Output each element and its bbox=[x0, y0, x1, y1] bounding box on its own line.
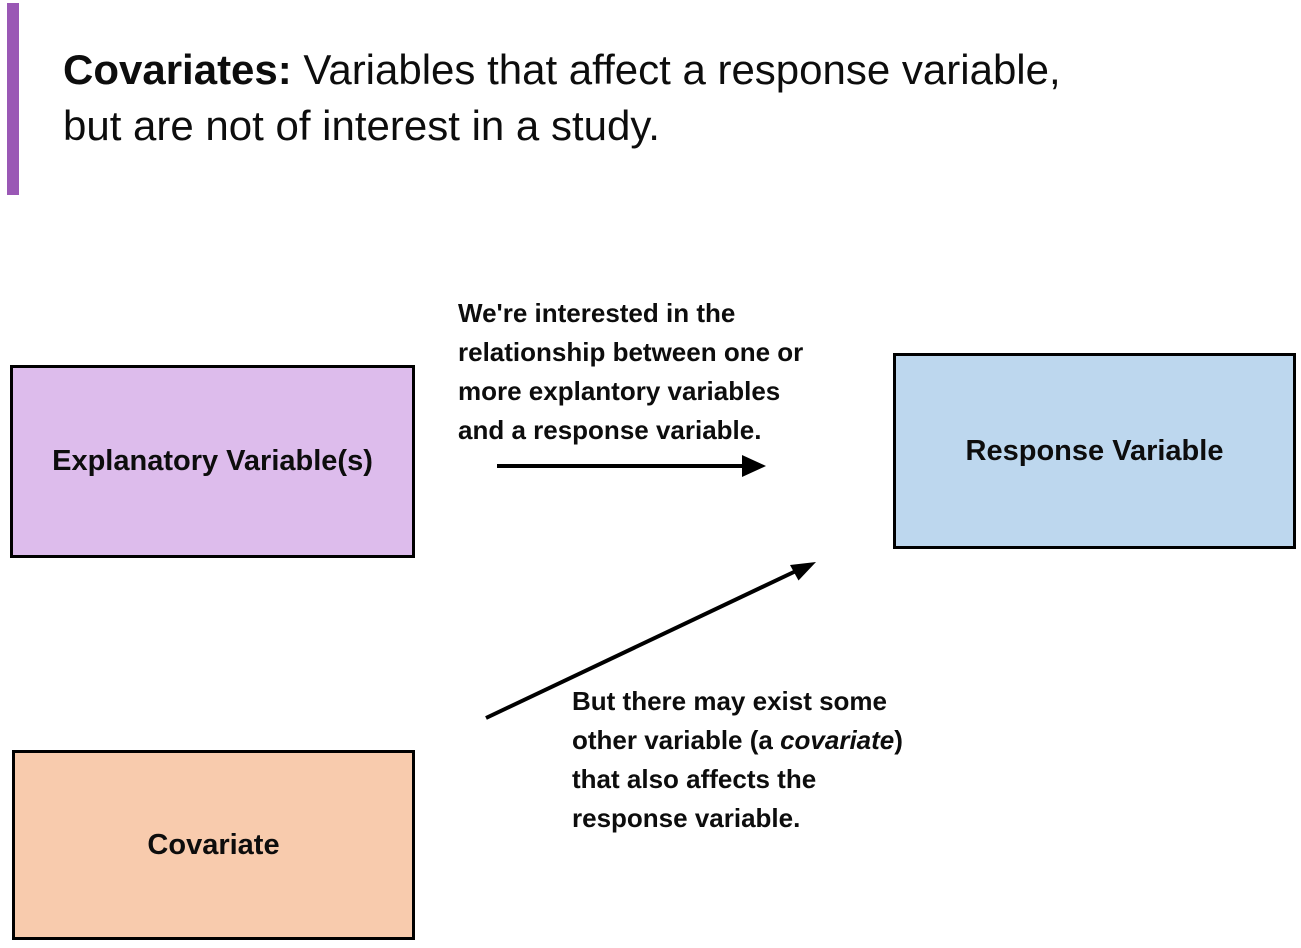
covariate-annotation-line3: that also affects the bbox=[572, 764, 817, 794]
covariate-annotation-line4: response variable. bbox=[572, 803, 801, 833]
interest-annotation-line4: and a response variable. bbox=[458, 415, 762, 445]
covariate-annotation-line2-pre: other variable (a bbox=[572, 725, 781, 755]
accent-bar bbox=[7, 3, 19, 195]
interest-annotation-line1: We're interested in the bbox=[458, 298, 736, 328]
covariate-label: Covariate bbox=[147, 828, 280, 861]
explanatory-variables-box: Explanatory Variable(s) bbox=[10, 365, 415, 558]
definition-term: Covariates: bbox=[63, 46, 292, 93]
covariate-annotation: But there may exist some other variable … bbox=[572, 682, 903, 838]
definition-title-line2: but are not of interest in a study. bbox=[63, 102, 660, 149]
interest-annotation: We're interested in the relationship bet… bbox=[458, 294, 803, 450]
response-variable-box: Response Variable bbox=[893, 353, 1296, 549]
covariate-box: Covariate bbox=[12, 750, 415, 940]
interest-annotation-line3: more explantory variables bbox=[458, 376, 781, 406]
definition-text-line1: Variables that affect a response variabl… bbox=[291, 46, 1061, 93]
covariate-annotation-line2: other variable (a covariate) bbox=[572, 721, 903, 760]
explanatory-to-response-arrow bbox=[497, 455, 766, 477]
interest-annotation-line2: relationship between one or bbox=[458, 337, 804, 367]
explanatory-variables-label: Explanatory Variable(s) bbox=[52, 445, 373, 477]
definition-title-line1: Covariates: Variables that affect a resp… bbox=[63, 42, 1061, 98]
response-variable-label: Response Variable bbox=[965, 434, 1224, 467]
covariate-annotation-line2-post: ) bbox=[894, 725, 903, 755]
definition-title: Covariates: Variables that affect a resp… bbox=[63, 42, 1061, 154]
covariate-annotation-line1: But there may exist some bbox=[572, 686, 888, 716]
covariate-annotation-line2-italic: covariate bbox=[780, 725, 895, 755]
